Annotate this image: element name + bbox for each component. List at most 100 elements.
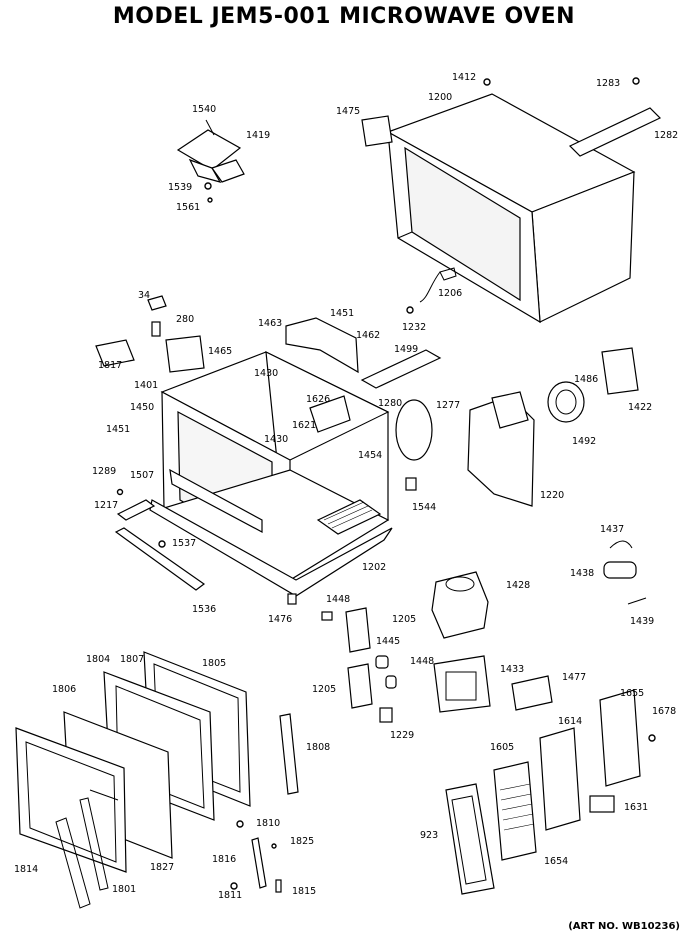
callout: 1614 — [558, 716, 583, 727]
part-1422-switch — [601, 347, 639, 395]
callout: 1283 — [596, 78, 621, 89]
callout: 1437 — [600, 524, 625, 535]
callout: 1492 — [572, 436, 597, 447]
door-bar — [114, 527, 206, 591]
callout: 1544 — [412, 502, 437, 513]
callout: 1202 — [362, 562, 387, 573]
part-1448 — [385, 675, 397, 689]
callout: 34 — [138, 290, 151, 301]
callout: 1540 — [192, 104, 217, 115]
callout: 1621 — [292, 420, 317, 431]
callout: 1401 — [134, 380, 159, 391]
part-1655-board — [599, 689, 641, 787]
screw-1412 — [483, 78, 491, 86]
part-34 — [147, 295, 167, 311]
callout: 1280 — [378, 398, 403, 409]
part-1465-pad — [165, 335, 205, 373]
callout: 1428 — [506, 580, 531, 591]
door-seal-strip — [279, 713, 299, 795]
part-1445 — [375, 655, 389, 669]
part-1277-cover — [395, 399, 433, 461]
part-1475-plate — [361, 115, 393, 147]
screw-1283 — [632, 77, 640, 85]
callout: 1430 — [264, 434, 289, 445]
callout: 1817 — [98, 360, 123, 371]
callout: 1232 — [402, 322, 427, 333]
part-1217 — [116, 499, 156, 521]
stirrer-fan — [176, 119, 245, 183]
hinge-bracket — [95, 339, 135, 367]
callout: 1277 — [436, 400, 461, 411]
callout: 1450 — [130, 402, 155, 413]
magnetron — [431, 571, 489, 639]
art-number: (ART NO. WB10236) — [568, 921, 680, 932]
part-1678 — [648, 734, 656, 742]
callout: 1536 — [192, 604, 217, 615]
callout: 1801 — [112, 884, 137, 895]
keypad-grid — [499, 783, 535, 831]
callout: 1205 — [312, 684, 337, 695]
callout: 1631 — [624, 802, 649, 813]
part-1561 — [207, 197, 213, 203]
part-1477 — [511, 675, 553, 711]
callout: 1814 — [14, 864, 39, 875]
callout: 1439 — [630, 616, 655, 627]
callout: 1655 — [620, 688, 645, 699]
callout: 1463 — [258, 318, 283, 329]
vent-grille — [316, 499, 382, 535]
callout: 1229 — [390, 730, 415, 741]
part-1816 — [251, 837, 267, 889]
callout: 923 — [420, 830, 439, 841]
power-cord — [419, 267, 457, 303]
capacitor-strap — [609, 540, 633, 549]
callout: 1422 — [628, 402, 653, 413]
part-1537 — [158, 540, 166, 548]
part-1626 — [309, 395, 351, 433]
callout: 1827 — [150, 862, 175, 873]
part-1448-clip — [321, 611, 333, 621]
callout: 1507 — [130, 470, 155, 481]
transformer — [433, 655, 491, 713]
interlock-lower — [347, 663, 373, 709]
door-assembly — [15, 651, 251, 873]
callout: 1205 — [392, 614, 417, 625]
part-1631 — [589, 795, 615, 813]
callout: 1816 — [212, 854, 237, 865]
callout: 1804 — [86, 654, 111, 665]
callout: 280 — [176, 314, 195, 325]
capacitor — [603, 561, 637, 579]
callout: 1217 — [94, 500, 119, 511]
callout: 1626 — [306, 394, 331, 405]
callout: 1486 — [574, 374, 599, 385]
callout: 1451 — [106, 424, 131, 435]
callout: 1448 — [326, 594, 351, 605]
callout: 1412 — [452, 72, 477, 83]
callout: 1678 — [652, 706, 677, 717]
callout: 1477 — [562, 672, 587, 683]
fan-motor — [547, 381, 585, 423]
door-latch — [55, 797, 109, 909]
part-280 — [151, 321, 161, 337]
callout: 1815 — [292, 886, 317, 897]
control-board — [539, 727, 581, 831]
callout: 1808 — [306, 742, 331, 753]
callout: 1539 — [168, 182, 193, 193]
callout: 1430 — [254, 368, 279, 379]
part-1811 — [230, 882, 238, 890]
part-1815 — [275, 879, 282, 893]
callout: 1807 — [120, 654, 145, 665]
callout: 1475 — [336, 106, 361, 117]
callout: 1654 — [544, 856, 569, 867]
callout: 1805 — [202, 658, 227, 669]
cabinet-strap — [568, 107, 662, 157]
callout: 1282 — [654, 130, 679, 141]
oven-cavity — [160, 350, 390, 582]
callout: 1499 — [394, 344, 419, 355]
callout: 1561 — [176, 202, 201, 213]
part-1476 — [287, 593, 297, 605]
part-1810 — [236, 820, 244, 828]
part-1289 — [116, 488, 124, 496]
callout: 1448 — [410, 656, 435, 667]
interlock-upper — [345, 607, 371, 653]
